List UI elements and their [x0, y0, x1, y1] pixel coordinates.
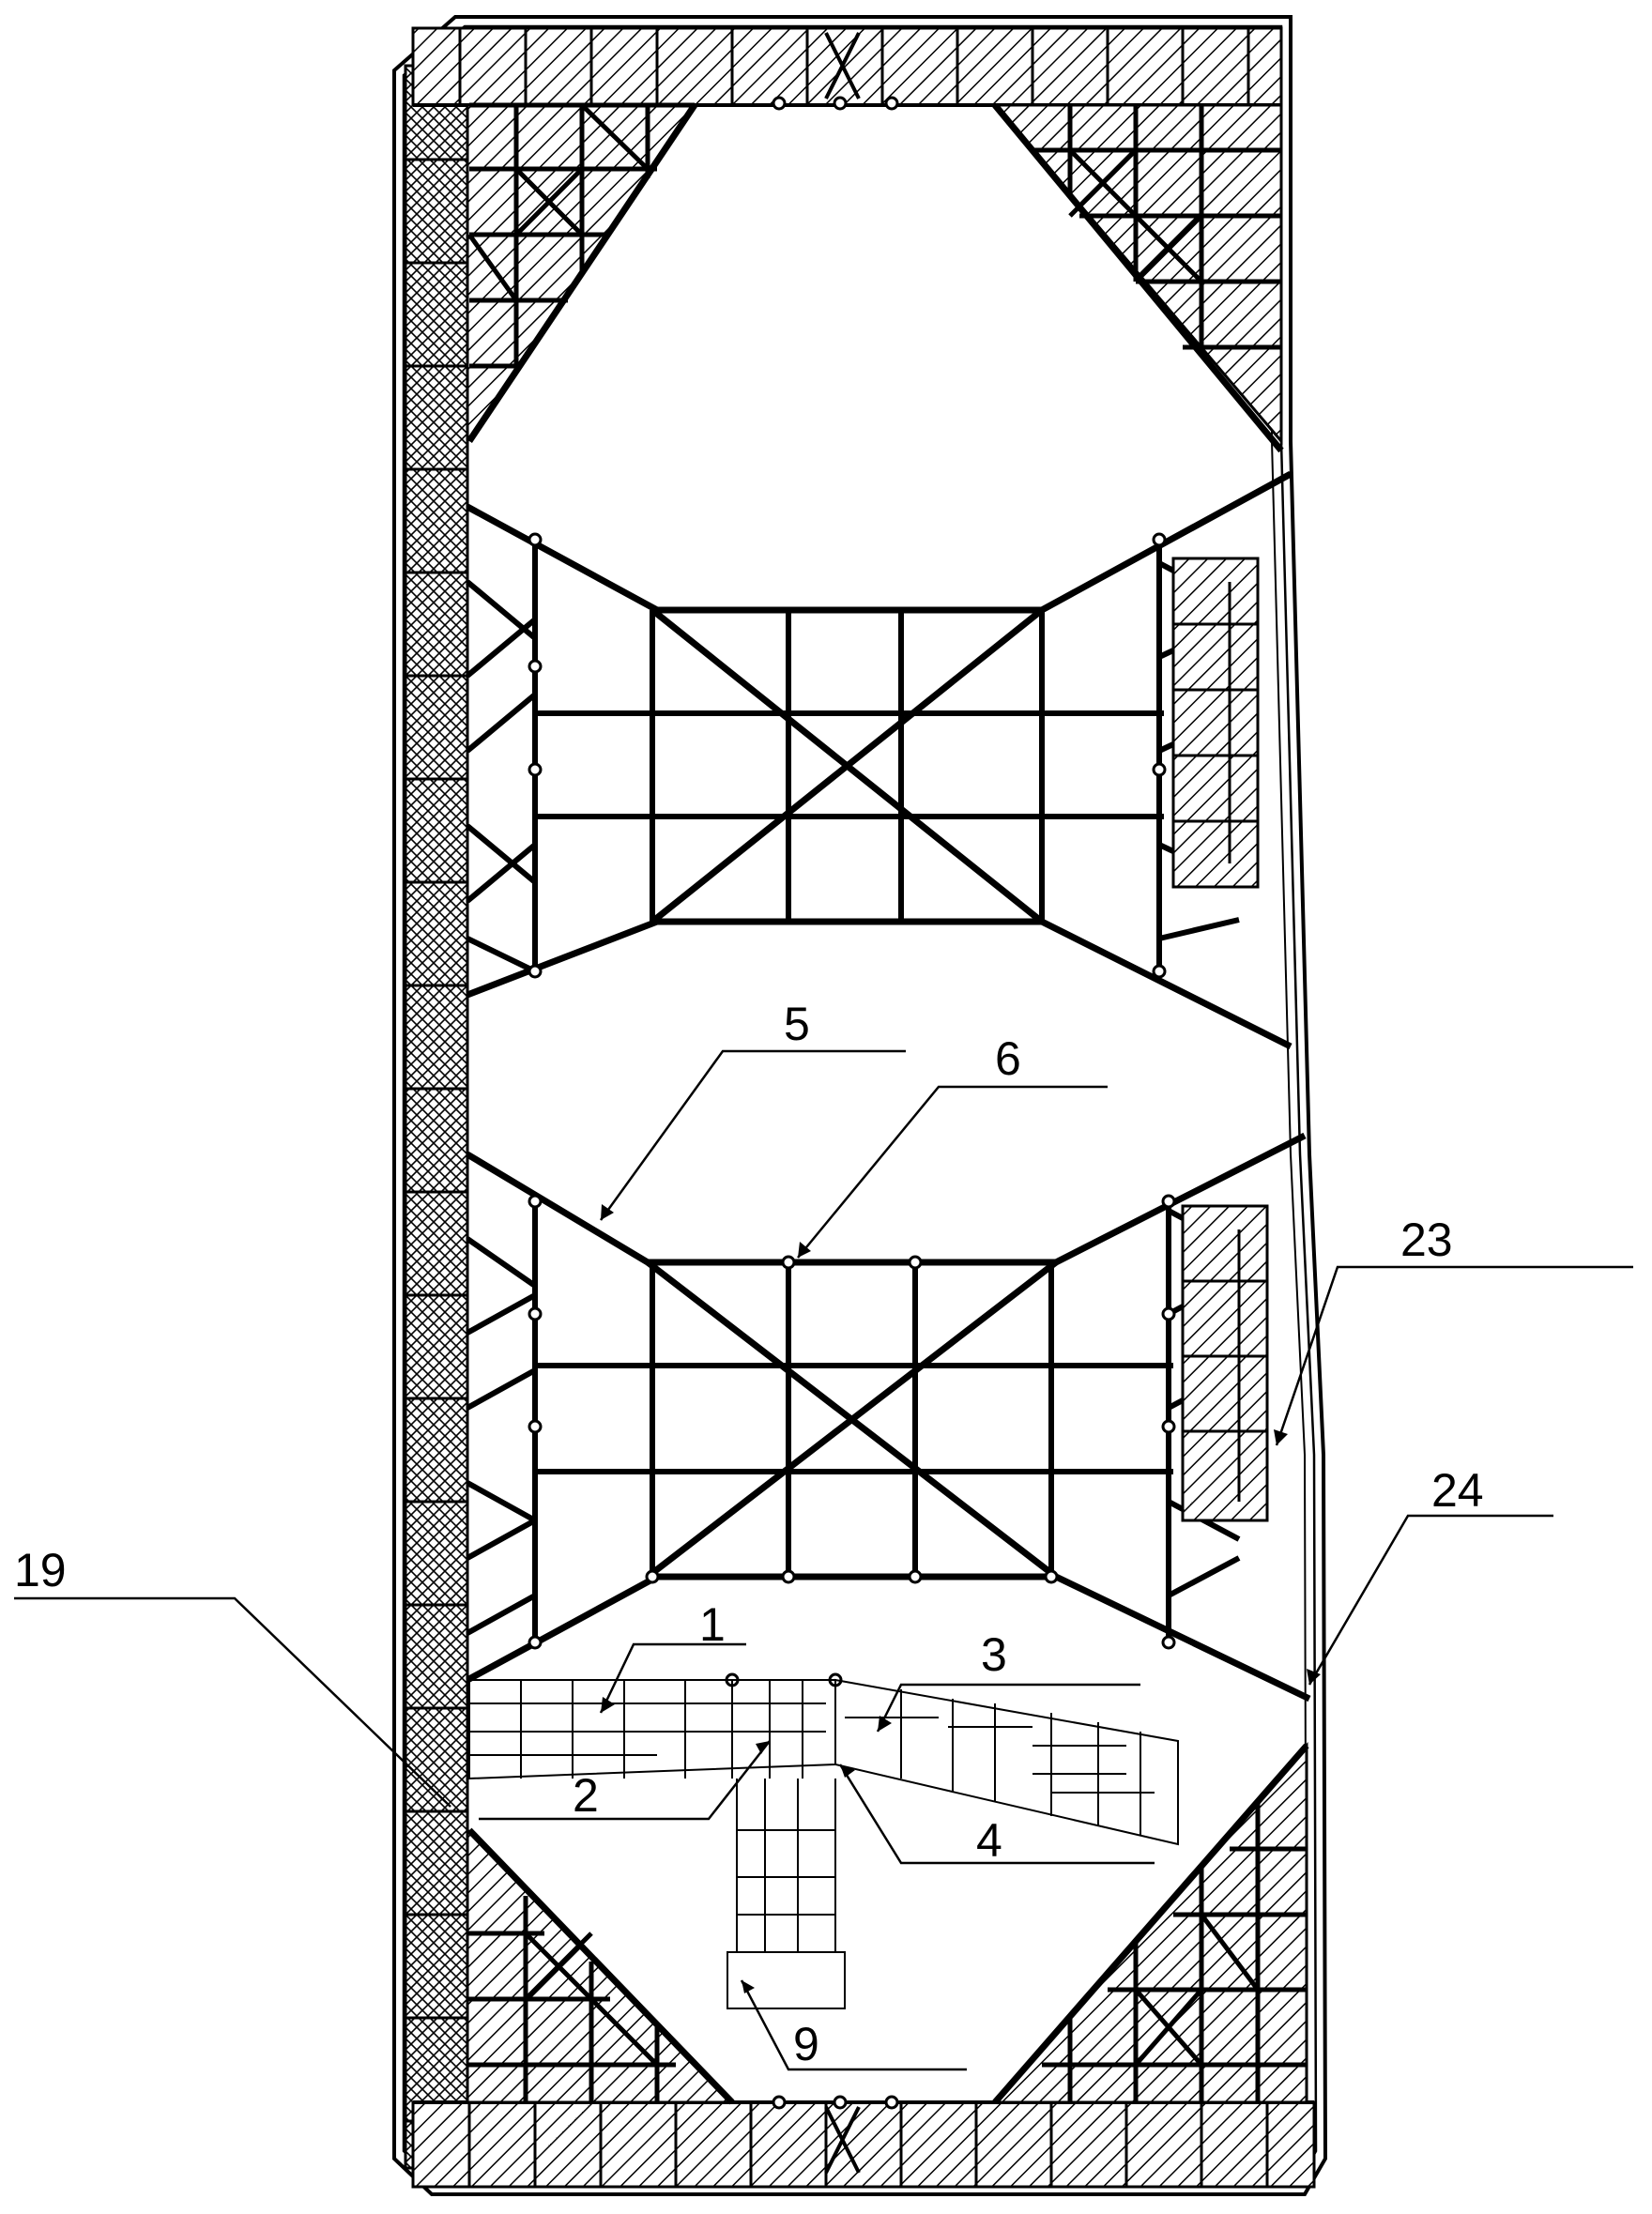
top-band — [411, 26, 1283, 107]
arrowheads — [601, 1204, 1321, 1993]
band-diagonals — [824, 32, 861, 2174]
bottom-right-truss — [991, 1742, 1309, 2105]
label-23: 23 — [1400, 1214, 1453, 1266]
top-left-truss — [466, 102, 697, 446]
left-wall — [404, 64, 469, 2170]
top-right-truss — [991, 102, 1284, 453]
label-5: 5 — [784, 998, 810, 1050]
label-6: 6 — [995, 1032, 1021, 1085]
internal-structure — [468, 1678, 1179, 2009]
label-4: 4 — [976, 1814, 1002, 1867]
upper-bracing-frame — [466, 470, 1293, 1050]
label-2: 2 — [573, 1769, 599, 1822]
bottom-left-truss — [466, 1826, 736, 2105]
label-24: 24 — [1431, 1464, 1484, 1517]
lower-bracing-frame — [466, 1132, 1311, 1702]
label-19: 19 — [14, 1544, 67, 1596]
label-3: 3 — [981, 1628, 1007, 1681]
leader-lines — [14, 1049, 1633, 2071]
label-9: 9 — [793, 2018, 819, 2070]
bottom-band — [411, 2100, 1316, 2189]
label-1: 1 — [699, 1598, 726, 1651]
joint-nodes — [528, 96, 1176, 2110]
